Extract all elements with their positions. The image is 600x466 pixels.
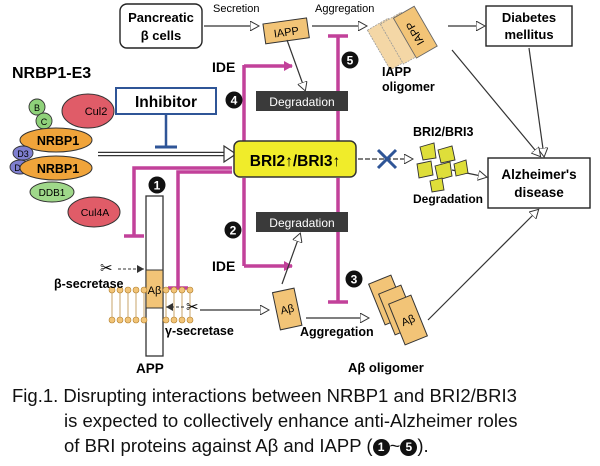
bri-to-beta-secretase-line bbox=[132, 166, 232, 236]
block-cross-2 bbox=[376, 148, 398, 170]
nrbp1-top-label: NRBP1 bbox=[37, 134, 79, 148]
diabetes-box bbox=[485, 5, 573, 47]
figure-caption: Fig.1. Disrupting interactions between N… bbox=[0, 383, 600, 458]
abeta-oligomer: Aβ bbox=[367, 274, 429, 346]
ide-bottom-label: IDE bbox=[212, 258, 235, 274]
aggregation-top-label: Aggregation bbox=[315, 3, 374, 15]
caption-line-2: is expected to collectively enhance anti… bbox=[64, 410, 518, 431]
nrbp1-e3-title: NRBP1-E3 bbox=[12, 65, 91, 82]
diabetes-to-ad-arrow bbox=[528, 47, 544, 156]
nrbp1-to-bri-arrowhead bbox=[223, 144, 238, 164]
secretion-label: Secretion bbox=[213, 3, 259, 15]
pancreatic-box bbox=[119, 3, 203, 49]
caption-line-3: of BRI proteins against Aβ and IAPP (1~5… bbox=[0, 433, 600, 458]
pathway-diagram: Pancreatic β cells Secretion IAPP Aggreg… bbox=[9, 3, 591, 376]
app-label: APP bbox=[136, 361, 164, 376]
d3-label: D3 bbox=[17, 149, 29, 159]
iapp-to-degradation-arrow bbox=[286, 39, 305, 90]
degradation-fragment-label: Degradation bbox=[413, 192, 483, 206]
abeta-to-degradation-arrow bbox=[281, 234, 300, 285]
abeta-membrane-label: Aβ bbox=[148, 285, 162, 297]
inhibitor-label: Inhibitor bbox=[135, 94, 197, 111]
diabetes-label-2: mellitus bbox=[504, 27, 553, 42]
nrbp1-bottom-label: NRBP1 bbox=[37, 162, 79, 176]
beta-scissors-icon: ✂ bbox=[100, 260, 113, 277]
caption-badge-end: 5 bbox=[400, 439, 418, 456]
alzheimers-box bbox=[487, 157, 591, 209]
alzheimers-label-1: Alzheimer's bbox=[501, 167, 576, 182]
badge-1: 1 bbox=[148, 176, 166, 194]
abeta-oligomer-to-ad-arrow bbox=[427, 210, 538, 321]
lipid-tails bbox=[111, 293, 191, 317]
cul2-label: Cul2 bbox=[85, 106, 108, 118]
badge-5-label: 5 bbox=[347, 54, 354, 68]
aggregation-bottom-label: Aggregation bbox=[300, 325, 374, 339]
abeta-oligomer-label: Aβ oligomer bbox=[348, 360, 424, 375]
badge-5: 5 bbox=[341, 51, 359, 69]
degradation-top-box bbox=[256, 91, 348, 111]
pancreatic-label-1: Pancreatic bbox=[128, 10, 194, 25]
bri-regulation-pathways bbox=[124, 34, 348, 304]
caption-line-3-text: of BRI proteins against Aβ and IAPP ( bbox=[64, 435, 373, 456]
nrbp1-bottom bbox=[19, 155, 93, 181]
degradation-mid-label: Degradation bbox=[269, 216, 334, 230]
b-subunit bbox=[28, 98, 46, 116]
diabetes-label-1: Diabetes bbox=[502, 10, 556, 25]
nrbp1-e3-complex: Cul2 B C NRBP1 D3 D4 NRBP1 DDB1 Cul4A bbox=[9, 93, 121, 228]
caption-line-1: Fig.1. Disrupting interactions between N… bbox=[12, 385, 517, 406]
degradation-top-label: Degradation bbox=[269, 95, 334, 109]
caption-badge-start: 1 bbox=[372, 439, 390, 456]
bri-box-label: BRI2↑/BRI3↑ bbox=[250, 153, 340, 170]
cul2-subunit bbox=[61, 93, 115, 129]
gamma-secretase-label: γ-secretase bbox=[165, 324, 234, 338]
iapp-oligomer: IAPP bbox=[366, 5, 438, 71]
nrbp1-top bbox=[19, 127, 93, 153]
beta-secretase-label: β-secretase bbox=[54, 277, 124, 291]
c-subunit-label: C bbox=[41, 117, 48, 127]
ddb1-label: DDB1 bbox=[39, 188, 66, 199]
iapp-oligomer-label-2: oligomer bbox=[382, 80, 435, 94]
abeta-stack-label: Aβ bbox=[400, 313, 417, 329]
cul4a-label: Cul4A bbox=[81, 207, 110, 219]
badge-4-label: 4 bbox=[231, 94, 238, 108]
pancreatic-label-2: β cells bbox=[141, 28, 181, 43]
ddb1-subunit bbox=[29, 181, 75, 203]
badge-4: 4 bbox=[225, 91, 243, 109]
caption-tilde: ~ bbox=[389, 435, 401, 456]
bri-to-gamma-secretase-line bbox=[176, 170, 232, 288]
abeta-monomer: Aβ bbox=[271, 287, 303, 331]
badge-3-label: 3 bbox=[351, 273, 358, 287]
bri-box bbox=[233, 140, 357, 178]
gamma-scissors-icon: ✂ bbox=[186, 299, 199, 316]
caption-close: ). bbox=[417, 435, 429, 456]
badge-2-label: 2 bbox=[230, 224, 237, 238]
alzheimers-label-2: disease bbox=[514, 185, 564, 200]
cul4a-subunit bbox=[67, 196, 121, 228]
iapp-to-ad-arrow bbox=[451, 49, 540, 156]
iapp-monomer-label: IAPP bbox=[273, 25, 300, 40]
badge-3: 3 bbox=[345, 270, 363, 288]
bilayer-top-left bbox=[108, 286, 148, 324]
bri-fragment-label: BRI2/BRI3 bbox=[413, 125, 473, 139]
bri-fragments bbox=[416, 142, 469, 193]
ide-top-label: IDE bbox=[212, 59, 235, 75]
badge-1-label: 1 bbox=[154, 179, 161, 193]
b-subunit-label: B bbox=[34, 103, 40, 113]
badge-2: 2 bbox=[224, 221, 242, 239]
iapp-monomer: IAPP bbox=[262, 17, 310, 45]
degradation-mid-box bbox=[256, 212, 348, 232]
abeta-monomer-label: Aβ bbox=[279, 303, 295, 318]
iapp-oligomer-label-1: IAPP bbox=[382, 65, 411, 79]
